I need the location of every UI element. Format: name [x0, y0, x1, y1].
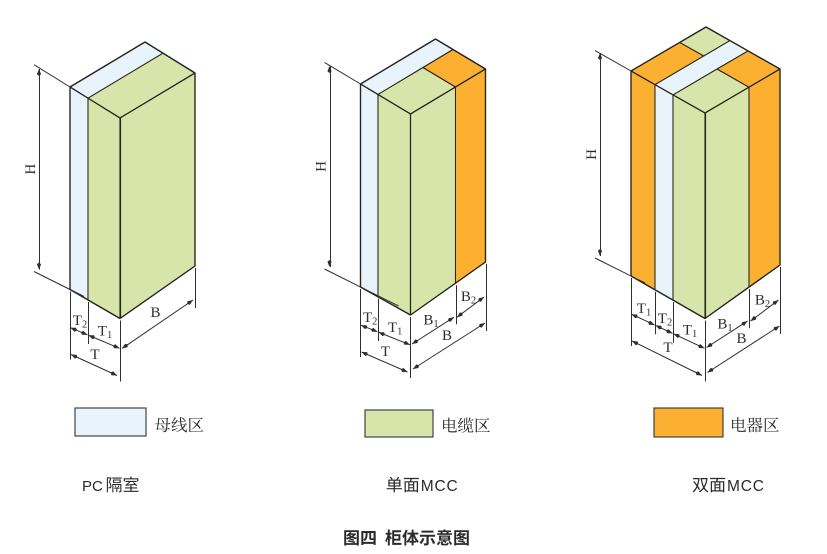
svg-text:B1: B1: [717, 316, 732, 334]
svg-text:B: B: [442, 328, 452, 344]
svg-text:B: B: [150, 305, 160, 321]
svg-text:T1: T1: [98, 323, 112, 341]
svg-text:MCC: MCC: [727, 478, 765, 495]
svg-text:H: H: [584, 149, 600, 160]
svg-text:T2: T2: [363, 310, 377, 328]
svg-text:B: B: [736, 331, 746, 347]
svg-text:PC: PC: [82, 478, 103, 495]
svg-text:B2: B2: [461, 289, 476, 307]
svg-text:B1: B1: [423, 313, 438, 331]
svg-text:T2: T2: [658, 311, 672, 329]
svg-text:B2: B2: [755, 293, 770, 311]
svg-text:T1: T1: [637, 301, 651, 319]
svg-text:T: T: [90, 347, 99, 363]
svg-text:T1: T1: [683, 323, 697, 341]
svg-text:T: T: [663, 340, 672, 356]
svg-text:H: H: [314, 161, 330, 172]
svg-text:MCC: MCC: [421, 478, 459, 495]
svg-text:H: H: [23, 164, 39, 175]
svg-text:T2: T2: [73, 313, 87, 331]
svg-text:T: T: [381, 344, 390, 360]
svg-text:T1: T1: [388, 320, 402, 338]
